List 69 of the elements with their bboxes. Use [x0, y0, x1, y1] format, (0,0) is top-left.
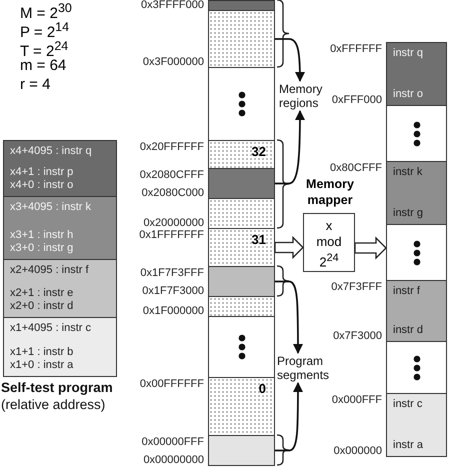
instruction-entry: x1+1 : instr b — [10, 346, 74, 359]
program-block — [4, 141, 116, 196]
address-label: 0xFFFFFF — [330, 43, 382, 56]
instruction-label: instr a — [393, 439, 423, 452]
address-label: 0x3FFFF000 — [141, 0, 204, 12]
address-label: 0x00FFFFFF — [140, 378, 204, 391]
address-label: 0x7F3FFF — [331, 281, 382, 294]
instruction-label: instr g — [393, 207, 423, 220]
parameter-label: M = 2$^{30}$ — [20, 0, 72, 22]
instruction-label: instr d — [393, 324, 423, 337]
address-label: 0x80CFFF — [330, 162, 382, 175]
parameter-label: r = 4 — [20, 76, 50, 93]
memory-segment — [208, 316, 275, 378]
address-label: 0x1FFFFFFF — [139, 229, 204, 242]
arrow — [275, 38, 305, 82]
program-title: Self-test program — [1, 381, 113, 394]
mapper-title: Memory mapper — [305, 176, 355, 208]
arrow — [275, 382, 303, 452]
instruction-entry: x4+4095 : instr q — [10, 145, 92, 158]
program-block — [4, 196, 116, 259]
address-label: 0xFFF000 — [332, 94, 382, 107]
caption-text: Memory regions — [279, 82, 331, 110]
instruction-entry: x3+1 : instr h — [10, 229, 74, 242]
program-block — [4, 259, 116, 317]
address-label: 0x1F7F3000 — [142, 285, 204, 298]
parameter-label: T = 2$^{24}$ — [20, 38, 68, 60]
instruction-label: instr o — [393, 88, 423, 101]
instruction-label: instr c — [393, 398, 422, 411]
arrow — [275, 280, 303, 354]
address-label: 0x2080C000 — [142, 187, 204, 200]
block-arrow — [354, 236, 387, 260]
segment-number: 0 — [258, 382, 266, 395]
caption-text: Program segments — [277, 354, 337, 382]
instruction-entry: x4+0 : instr o — [10, 179, 74, 192]
address-label: 0x3F000000 — [142, 56, 204, 69]
instruction-entry: x1+4095 : instr c — [10, 322, 92, 335]
arrow — [275, 110, 305, 184]
memory-segment — [386, 105, 447, 162]
segment-number: 32 — [252, 145, 266, 158]
instruction-entry: x2+1 : instr e — [10, 287, 74, 300]
parameter-label: m = 64 — [20, 57, 66, 74]
address-label: 0x00000FFF — [142, 436, 204, 449]
address-label: 0x7F3000 — [333, 330, 382, 343]
memory-segment — [386, 224, 447, 281]
segment-number: 31 — [252, 233, 266, 246]
instruction-label: instr q — [393, 47, 423, 60]
address-label: 0x1F000000 — [142, 305, 204, 318]
instruction-entry: x2+4095 : instr f — [10, 264, 89, 277]
memory-segment — [208, 67, 275, 141]
memory-segment — [386, 341, 447, 394]
address-label: 0x00000000 — [143, 454, 204, 467]
instruction-entry: x3+0 : instr g — [10, 242, 74, 255]
address-label: 0x20FFFFFF — [140, 141, 204, 154]
block-arrow — [274, 236, 304, 260]
instruction-entry: x3+4095 : instr k — [10, 201, 92, 214]
instruction-entry: x2+0 : instr d — [10, 300, 74, 313]
instruction-entry: x4+1 : instr p — [10, 166, 74, 179]
instruction-label: instr k — [393, 166, 422, 179]
address-label: 0x000000 — [334, 445, 382, 458]
instruction-entry: x1+0 : instr a — [10, 359, 74, 372]
address-label: 0x000FFF — [332, 394, 382, 407]
mapper-formula: x mod 2$^{24}$ — [315, 218, 343, 270]
address-label: 0x20000000 — [143, 217, 204, 230]
program-block — [4, 317, 116, 376]
instruction-label: instr f — [393, 285, 420, 298]
address-label: 0x1F7F3FFF — [140, 267, 204, 280]
parameter-label: P = 2$^{14}$ — [20, 19, 70, 41]
program-subtitle: (relative address) — [1, 398, 106, 411]
address-label: 0x2080CFFF — [140, 169, 204, 182]
